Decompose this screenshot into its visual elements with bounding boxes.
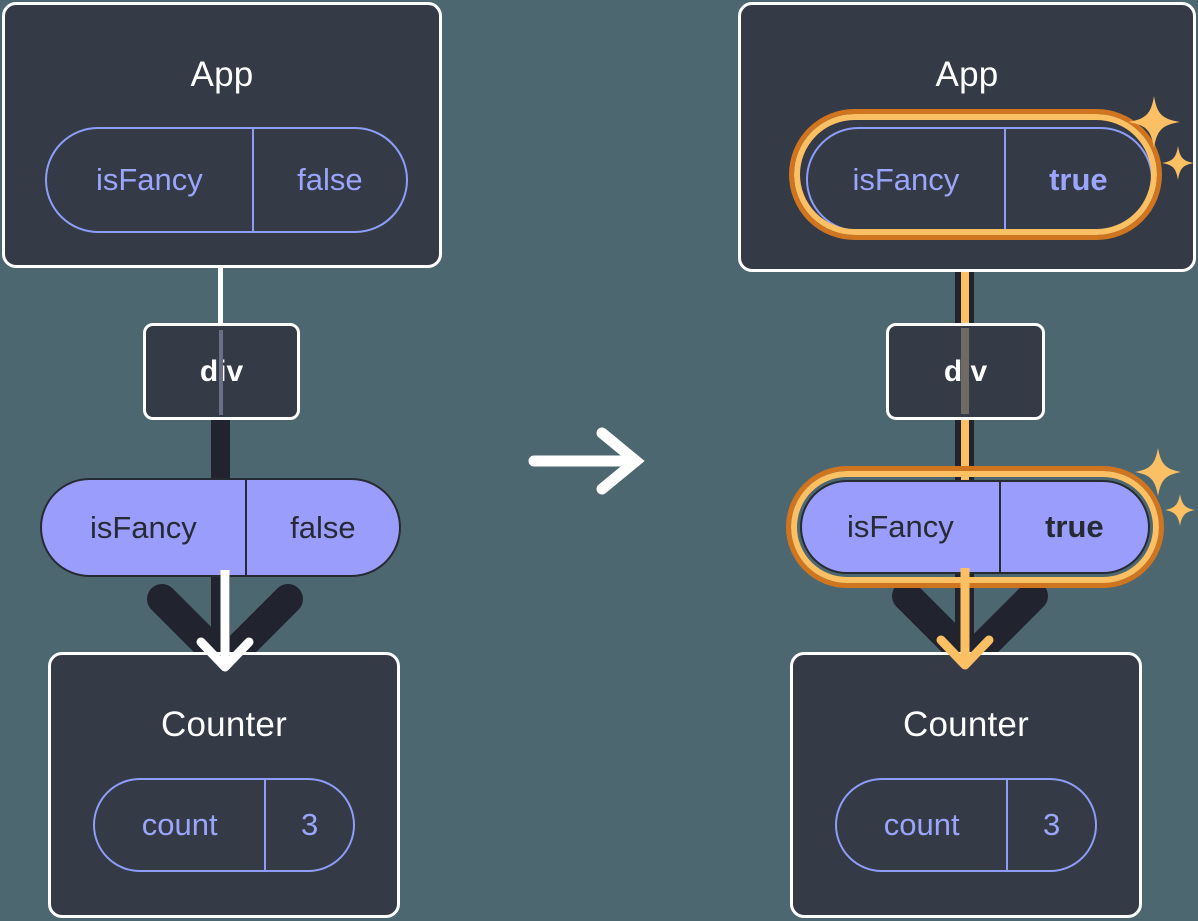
counter-state-key-right: count (883, 807, 960, 842)
app-state-pill-right: isFancy true (806, 127, 1153, 232)
app-card-left: App isFancy false (2, 2, 442, 268)
prop-value-right: true (998, 482, 1148, 572)
transition-right-arrow-icon (528, 427, 645, 495)
app-state-value-left: false (251, 129, 406, 231)
counter-state-key-left: count (141, 807, 218, 842)
counter-state-pill-right: count 3 (835, 778, 1097, 872)
app-card-title-right: App (935, 55, 999, 94)
wire-through-div-right (961, 328, 969, 414)
arrow-chevron-right-stroke-a (892, 581, 982, 671)
counter-state-pill-left: count 3 (93, 778, 355, 872)
app-state-value-right: true (1003, 129, 1151, 230)
app-state-key-left: isFancy (95, 162, 203, 197)
sparkles-prop-right (1135, 448, 1195, 526)
sparkle-large-icon (1128, 96, 1180, 148)
wire-app-to-div-left (218, 255, 223, 323)
counter-card-right: Counter count 3 (790, 652, 1142, 918)
counter-card-title-right: Counter (903, 705, 1029, 744)
app-state-pill-left: isFancy false (45, 127, 408, 233)
prop-key-right: isFancy (846, 509, 954, 544)
arrow-head-right (936, 568, 994, 670)
counter-card-title-left: Counter (161, 705, 287, 744)
prop-value-left: false (244, 480, 399, 575)
transition-arrow-head (596, 427, 645, 495)
arrow-head-left (196, 570, 254, 672)
prop-pill-right: isFancy true (800, 480, 1150, 574)
prop-key-left: isFancy (89, 509, 197, 545)
arrow-tip-left (196, 637, 254, 672)
counter-card-left: Counter count 3 (48, 652, 400, 918)
wire-right-orange (961, 205, 969, 665)
sparkle-small-icon (1165, 494, 1195, 526)
arrow-tip-right (936, 635, 994, 670)
prop-pill-left: isFancy false (40, 478, 401, 577)
counter-state-value-right: 3 (1006, 780, 1095, 870)
app-state-key-right: isFancy (852, 161, 960, 197)
wire-through-div-left (219, 330, 223, 415)
app-card-right: App isFancy true (738, 2, 1196, 272)
sparkle-small-icon (1162, 146, 1194, 180)
counter-state-value-left: 3 (264, 780, 353, 870)
sparkle-large-icon (1135, 448, 1181, 496)
sparkles-app-right (1128, 96, 1194, 180)
app-card-title-left: App (190, 55, 254, 94)
